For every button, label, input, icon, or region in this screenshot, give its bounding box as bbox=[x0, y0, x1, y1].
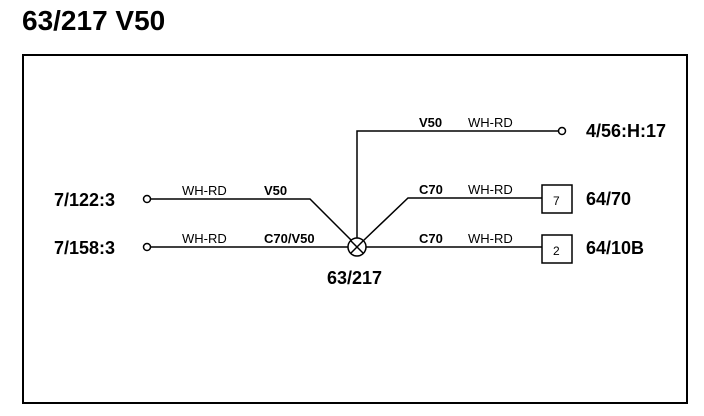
endpoint-64-70: 64/70 bbox=[586, 189, 631, 209]
wire-color-7-122-3: WH-RD bbox=[182, 183, 227, 198]
terminal-7-158-3[interactable] bbox=[142, 242, 152, 252]
page-title: 63/217 V50 bbox=[22, 5, 166, 36]
wire-color-64-70: WH-RD bbox=[468, 182, 513, 197]
terminal-7-122-3[interactable] bbox=[142, 194, 152, 204]
pin-64-70: 7 bbox=[553, 194, 560, 208]
wire-4-56-h-17[interactable] bbox=[356, 130, 559, 238]
circuit-64-70: C70 bbox=[419, 182, 443, 197]
circuit-7-122-3: V50 bbox=[264, 183, 287, 198]
pin-64-10b: 2 bbox=[553, 244, 560, 258]
splice-label: 63/217 bbox=[327, 268, 382, 288]
circuit-7-158-3: C70/V50 bbox=[264, 231, 315, 246]
connector-64-70[interactable] bbox=[541, 184, 573, 214]
wire-color-4-56-h-17: WH-RD bbox=[468, 115, 513, 130]
wire-color-7-158-3: WH-RD bbox=[182, 231, 227, 246]
circuit-4-56-h-17: V50 bbox=[419, 115, 442, 130]
terminal-4-56-h-17[interactable] bbox=[557, 126, 567, 136]
endpoint-4-56-h-17: 4/56:H:17 bbox=[586, 121, 666, 141]
endpoint-7-158-3: 7/158:3 bbox=[54, 238, 115, 258]
wire-64-70[interactable] bbox=[362, 197, 542, 242]
circuit-64-10b: C70 bbox=[419, 231, 443, 246]
diagram-frame bbox=[22, 54, 688, 404]
endpoint-7-122-3: 7/122:3 bbox=[54, 190, 115, 210]
wire-7-122-3[interactable] bbox=[150, 198, 358, 247]
connector-64-10b[interactable] bbox=[541, 234, 573, 264]
endpoint-64-10b: 64/10B bbox=[586, 238, 644, 258]
splice-icon[interactable] bbox=[347, 237, 367, 257]
wire-color-64-10b: WH-RD bbox=[468, 231, 513, 246]
